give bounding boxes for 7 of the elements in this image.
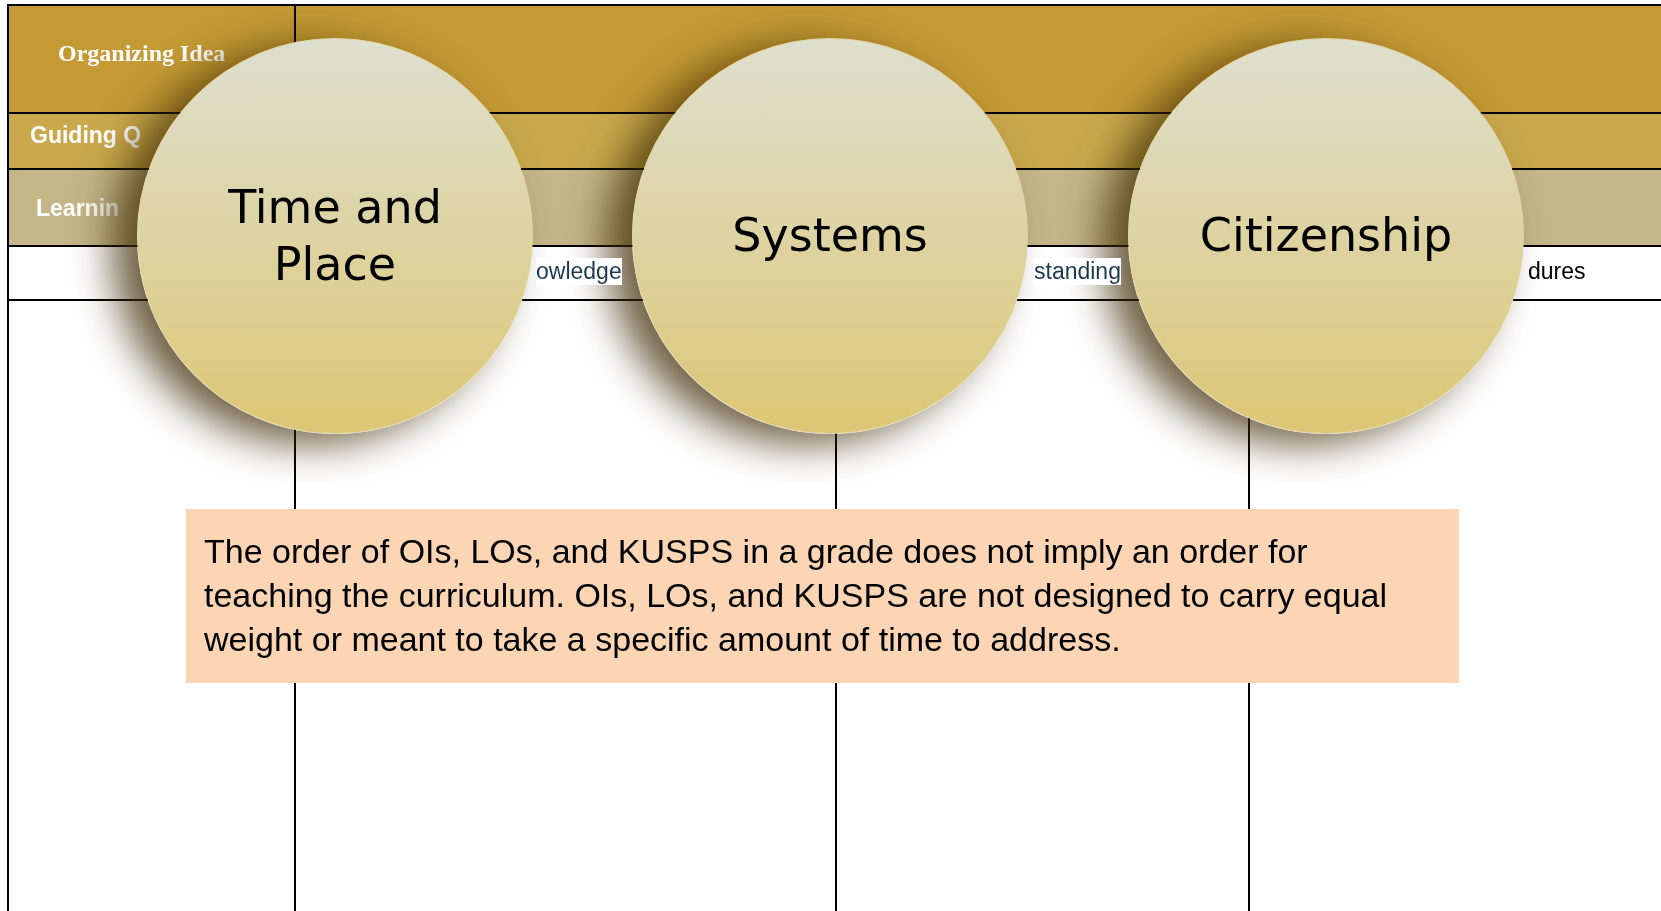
column-heading: owledge <box>536 258 622 285</box>
column-heading: Organizing Idea <box>58 40 226 67</box>
column-heading: standing <box>1034 258 1121 285</box>
column-heading: dures <box>1528 258 1586 285</box>
row-heading: Learnin <box>36 195 120 222</box>
row-heading: Guiding Q <box>30 122 142 149</box>
note-box: The order of OIs, LOs, and KUSPS in a grade does not imply an order for teaching the curriculum. OIs, LOs, and KUSPS are not designed to carry equal weight or meant to take a specific amount of time to address. <box>186 509 1459 683</box>
